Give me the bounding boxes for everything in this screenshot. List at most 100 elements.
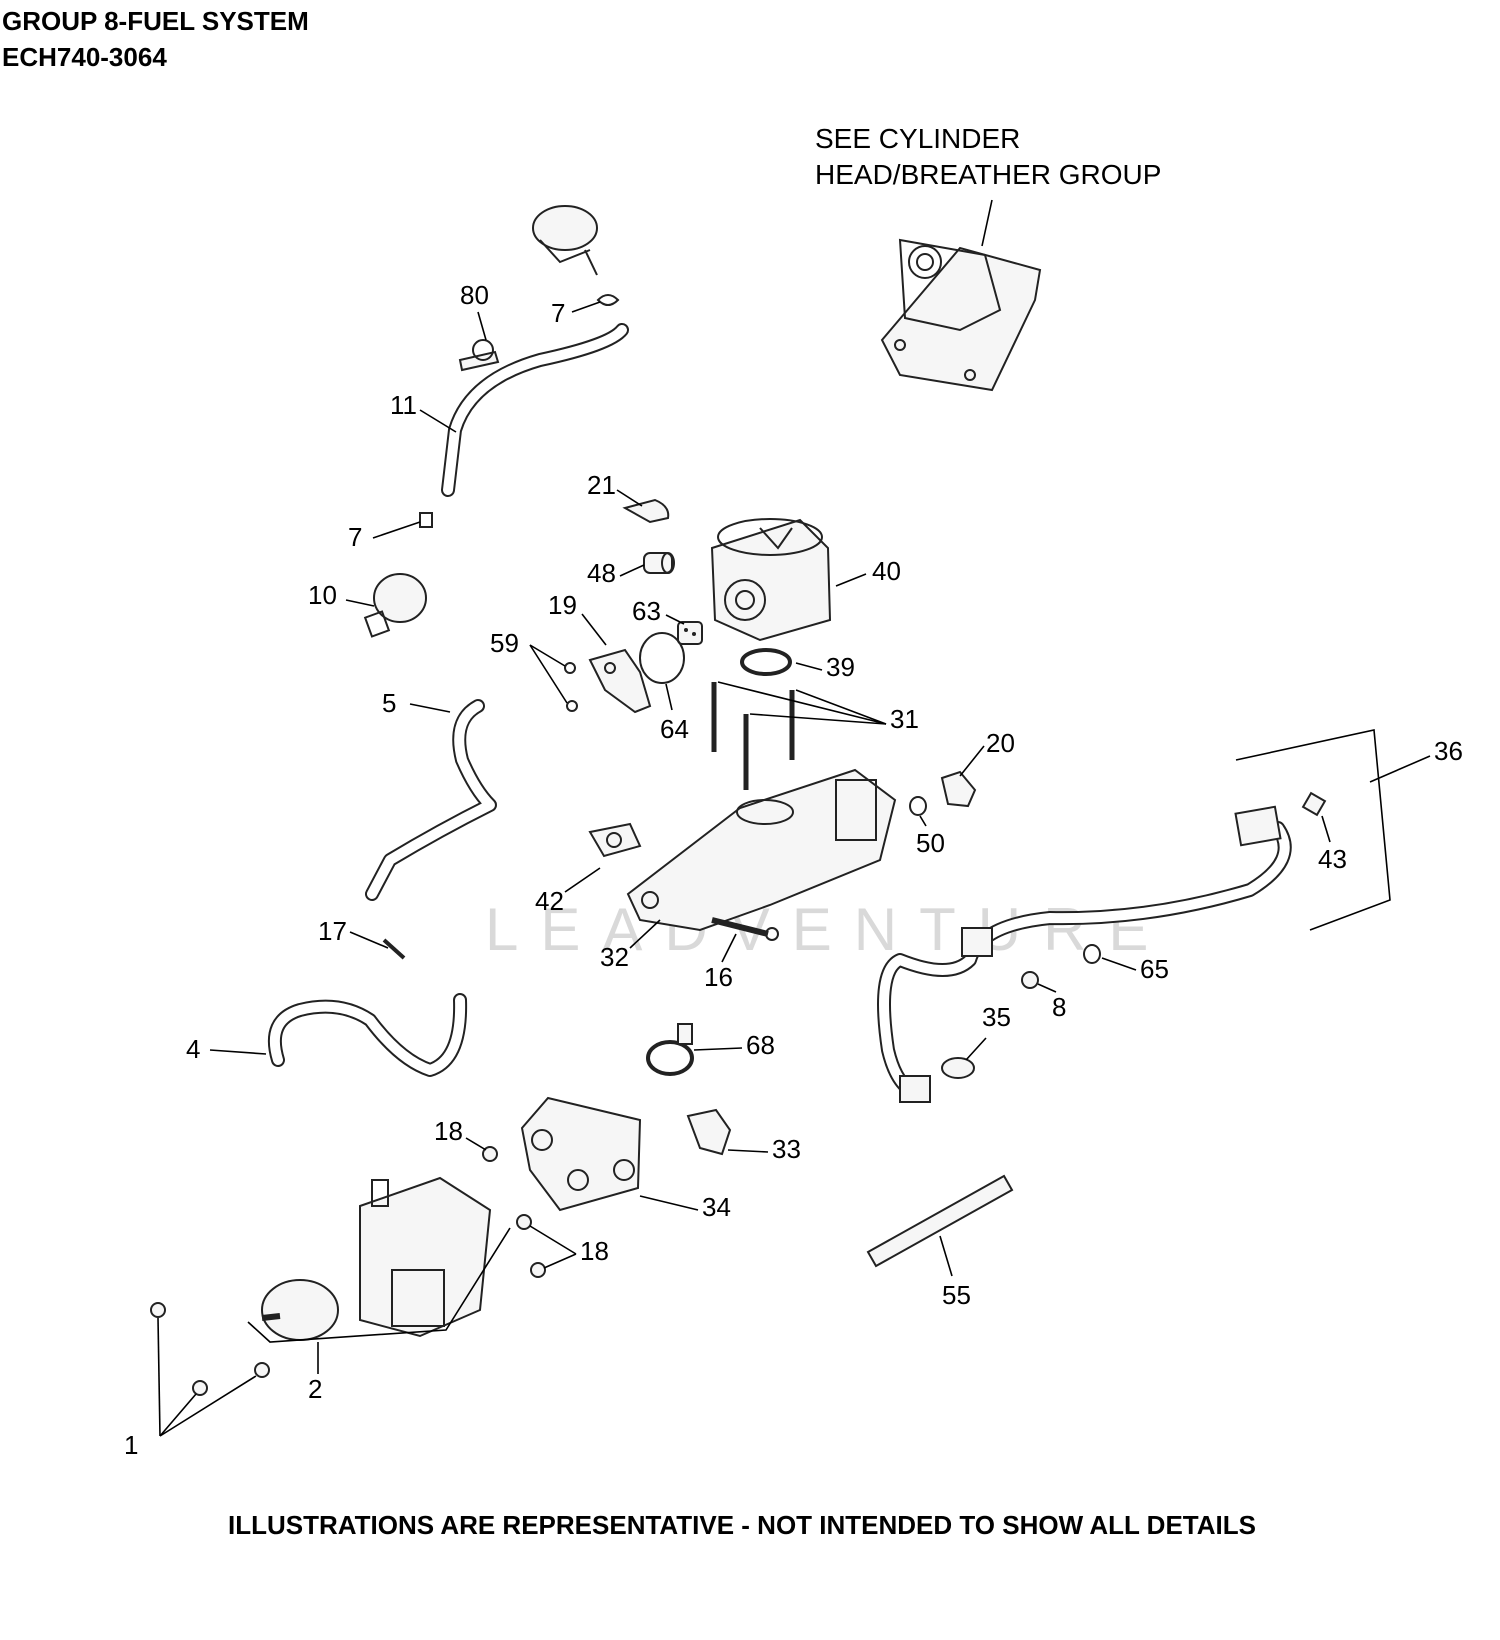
bracket-36 [1235,729,1391,931]
note-line-1: SEE CYLINDER [815,123,1020,154]
callout-39: 39 [826,652,855,682]
callout-4: 4 [186,1034,200,1064]
callout-10: 10 [308,580,337,610]
clip-21 [622,498,670,524]
o-ring-64 [639,632,685,684]
nut-43 [1301,791,1327,817]
leader-11 [419,409,457,433]
callout-31: 31 [890,704,919,734]
callout-48: 48 [587,558,616,588]
leader-18-lower-b [543,1253,577,1269]
bolt-18-upper [482,1146,498,1162]
fuel-pump-module-2 [261,1176,492,1341]
leader-31c [795,689,887,725]
callout-2: 2 [308,1374,322,1404]
leader-65 [1101,957,1137,971]
clamp-7-upper [596,294,620,306]
leader-16 [721,933,737,963]
callout-11: 11 [390,390,417,420]
bolts-18-lower [516,1214,546,1278]
callout-18-lower: 18 [580,1236,609,1266]
leader-59a [529,644,566,667]
leader-33 [727,1149,769,1153]
leader-31a [717,681,887,725]
callout-33: 33 [772,1134,801,1164]
washer-65 [1083,944,1101,964]
sleeve-48 [643,552,675,574]
callout-36: 36 [1434,736,1463,766]
leader-32 [629,919,661,949]
leader-1c [159,1375,257,1437]
callout-42: 42 [535,886,564,916]
callout-43: 43 [1318,844,1347,874]
leader-17 [349,931,389,949]
leader-4 [209,1049,267,1055]
injector-20 [940,770,977,808]
model-number: ECH740-3064 [2,42,167,72]
tube-55 [866,1174,1014,1268]
leader-5 [409,703,451,713]
hose-5 [365,699,497,901]
callout-68: 68 [746,1030,775,1060]
leader-18-lower-a [529,1225,577,1255]
washer-50 [909,796,927,816]
leader-42 [564,867,601,893]
bolt-16 [711,917,779,941]
sensor-33 [686,1108,732,1156]
leader-40 [835,573,867,587]
leader-50 [919,815,927,827]
watermark: LEADVENTURE [485,896,1170,963]
leader-19 [581,613,607,646]
leader-21 [616,489,643,507]
leader-31b [749,713,887,725]
studs-31 [711,682,795,790]
leader-55 [939,1235,953,1277]
callout-8: 8 [1052,992,1066,1022]
leader-7-lower [372,521,421,539]
leader-39 [795,662,823,671]
leader-63 [665,614,685,625]
callout-65: 65 [1140,954,1169,984]
callout-19: 19 [548,590,577,620]
leader-10 [345,599,375,607]
note-leader [981,199,993,247]
fuel-pump-10 [363,573,427,638]
clamp-35 [941,1057,975,1079]
callout-59: 59 [490,628,519,658]
leader-43 [1321,815,1331,843]
leader-68 [693,1047,743,1051]
callout-64: 64 [660,714,689,744]
leader-59b [529,644,568,704]
hose-11 [441,323,629,497]
bracket-2 [247,1227,511,1343]
leader-7-upper [571,301,601,313]
callout-21: 21 [587,470,616,500]
bolts-1 [150,1302,270,1396]
leader-64 [665,683,673,711]
footer-disclaimer: ILLUSTRATIONS ARE REPRESENTATIVE - NOT I… [228,1510,1256,1540]
o-ring-39 [740,648,792,676]
clamp-68 [646,1023,694,1076]
throttle-body-40 [710,518,832,642]
screws-59 [564,662,578,712]
callout-80: 80 [460,280,489,310]
cylinder-head-part [880,238,1042,392]
leader-1a [157,1317,161,1437]
note-line-2: HEAD/BREATHER GROUP [815,159,1161,190]
leader-1b [159,1393,197,1437]
hose-4 [267,993,468,1077]
leader-20 [959,745,985,777]
callout-7-upper: 7 [551,298,565,328]
callout-32: 32 [600,942,629,972]
callout-35: 35 [982,1002,1011,1032]
callout-1: 1 [124,1430,138,1460]
callout-18-upper: 18 [434,1116,463,1146]
leader-34 [639,1195,699,1211]
callout-20: 20 [986,728,1015,758]
gasket-42 [588,822,642,858]
leader-35 [965,1037,987,1061]
fitting-17 [382,938,406,960]
leader-8 [1037,983,1057,993]
intake-manifold-32 [626,768,897,932]
